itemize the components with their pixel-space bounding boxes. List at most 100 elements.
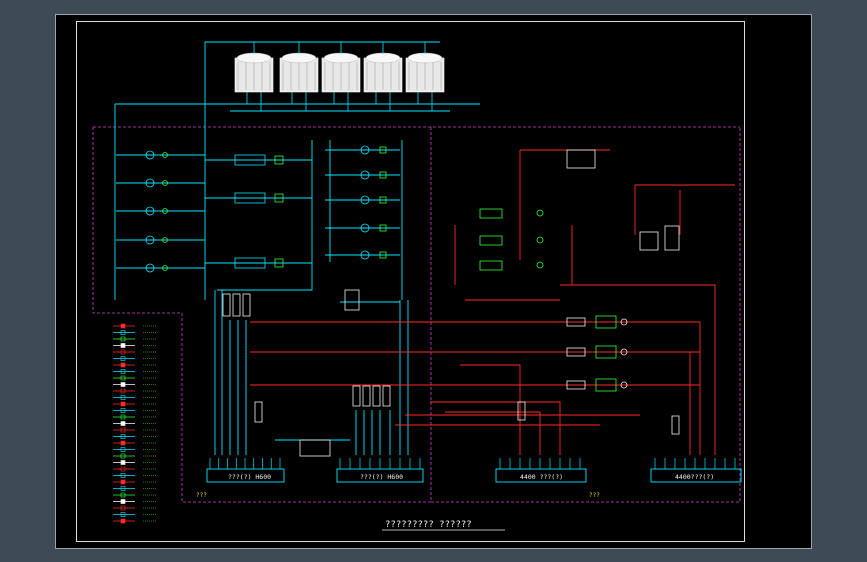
legend-symbol bbox=[120, 349, 126, 355]
legend-symbol bbox=[120, 466, 126, 472]
legend-symbol bbox=[120, 447, 126, 452]
legend-symbol bbox=[120, 388, 126, 394]
legend-symbol bbox=[120, 492, 126, 498]
legend-symbol bbox=[120, 421, 126, 426]
valve-symbol bbox=[379, 171, 387, 179]
legend-symbol bbox=[120, 414, 126, 420]
drawing-title: ????????? ?????? bbox=[385, 520, 472, 530]
heat-exchanger bbox=[234, 257, 266, 269]
pump-symbol bbox=[145, 263, 155, 273]
sensor-tag bbox=[242, 293, 251, 317]
pump-unit bbox=[479, 208, 503, 219]
station-label-3: 4400 ???(?) bbox=[520, 473, 563, 481]
right-note: ??? bbox=[589, 492, 600, 499]
legend-symbol bbox=[120, 473, 126, 478]
pump-symbol bbox=[145, 178, 155, 188]
legend-symbol bbox=[120, 460, 126, 465]
tag-box bbox=[566, 380, 586, 390]
sensor-tag bbox=[362, 385, 371, 407]
pump-unit bbox=[595, 315, 617, 329]
tank bbox=[566, 149, 596, 169]
legend-symbol bbox=[120, 440, 126, 446]
region-note: ??? bbox=[196, 492, 207, 499]
valve-symbol bbox=[379, 224, 387, 232]
valve-symbol bbox=[620, 348, 628, 356]
valve-symbol bbox=[162, 237, 168, 243]
cyan-pipes bbox=[114, 41, 480, 455]
legend-symbol bbox=[120, 453, 126, 459]
pump-unit bbox=[479, 260, 503, 271]
station-label-4: 4400???(?) bbox=[675, 473, 714, 481]
pump-symbol bbox=[360, 250, 370, 260]
valve-symbol bbox=[274, 258, 284, 268]
valve-symbol bbox=[162, 180, 168, 186]
legend-symbol bbox=[120, 401, 126, 407]
pump-symbol bbox=[145, 206, 155, 216]
drawing-frame bbox=[55, 14, 812, 549]
cooling-tower bbox=[234, 42, 274, 111]
legend-symbol bbox=[120, 330, 126, 335]
valve-symbol bbox=[162, 152, 168, 158]
sensor-tag bbox=[372, 385, 381, 407]
pump-symbol bbox=[360, 195, 370, 205]
station-label-2: ???(?) H600 bbox=[360, 473, 403, 481]
valve-symbol bbox=[274, 155, 284, 165]
red-pipes bbox=[250, 149, 735, 455]
legend-symbol bbox=[120, 323, 126, 329]
pump-unit bbox=[595, 345, 617, 359]
legend-symbol bbox=[120, 336, 126, 342]
valve-symbol bbox=[379, 196, 387, 204]
legend-symbol bbox=[120, 505, 126, 511]
sensor-tag bbox=[517, 401, 526, 421]
cooling-towers bbox=[234, 42, 445, 111]
legend-symbol bbox=[120, 395, 126, 400]
sensor-tag bbox=[671, 415, 680, 435]
tank bbox=[344, 289, 360, 311]
sensor-tag bbox=[222, 293, 231, 317]
valve-symbol bbox=[620, 381, 628, 389]
equipment bbox=[145, 145, 736, 469]
pump-unit bbox=[595, 378, 617, 392]
valve-symbol bbox=[536, 261, 544, 269]
legend-symbol bbox=[120, 434, 126, 439]
valve-symbol bbox=[536, 209, 544, 217]
legend-symbol bbox=[120, 343, 126, 348]
filter-unit bbox=[299, 439, 331, 457]
valve-symbol bbox=[379, 146, 387, 154]
sensor-tag bbox=[254, 401, 263, 423]
cooling-tower bbox=[279, 42, 319, 111]
cooling-tower bbox=[321, 42, 361, 111]
legend bbox=[113, 323, 156, 524]
tag-box bbox=[566, 317, 586, 327]
legend-symbol bbox=[120, 382, 126, 387]
valve-symbol bbox=[379, 251, 387, 259]
pump-unit bbox=[479, 235, 503, 246]
valve-symbol bbox=[274, 193, 284, 203]
legend-symbol bbox=[120, 427, 126, 433]
legend-symbol bbox=[120, 408, 126, 413]
pump-symbol bbox=[145, 235, 155, 245]
legend-symbol bbox=[120, 369, 126, 374]
sensor-tag bbox=[382, 385, 391, 407]
pump-symbol bbox=[360, 223, 370, 233]
legend-symbol bbox=[120, 362, 126, 368]
drawing-border bbox=[76, 21, 745, 542]
pump-symbol bbox=[145, 150, 155, 160]
heat-exchanger bbox=[234, 192, 266, 204]
station-label-1: ???(?) H600 bbox=[228, 473, 271, 481]
boundary-lines bbox=[92, 126, 741, 503]
valve-symbol bbox=[536, 236, 544, 244]
pump-symbol bbox=[360, 170, 370, 180]
legend-symbol bbox=[120, 518, 126, 524]
tag-box bbox=[566, 347, 586, 357]
valve-symbol bbox=[162, 208, 168, 214]
tank bbox=[639, 231, 659, 251]
cooling-tower bbox=[405, 42, 445, 111]
legend-symbol bbox=[120, 375, 126, 381]
station-boxes bbox=[206, 468, 742, 483]
legend-symbol bbox=[120, 479, 126, 485]
valve-symbol bbox=[162, 265, 168, 271]
heat-exchanger bbox=[234, 154, 266, 166]
sensor-tag bbox=[352, 385, 361, 407]
